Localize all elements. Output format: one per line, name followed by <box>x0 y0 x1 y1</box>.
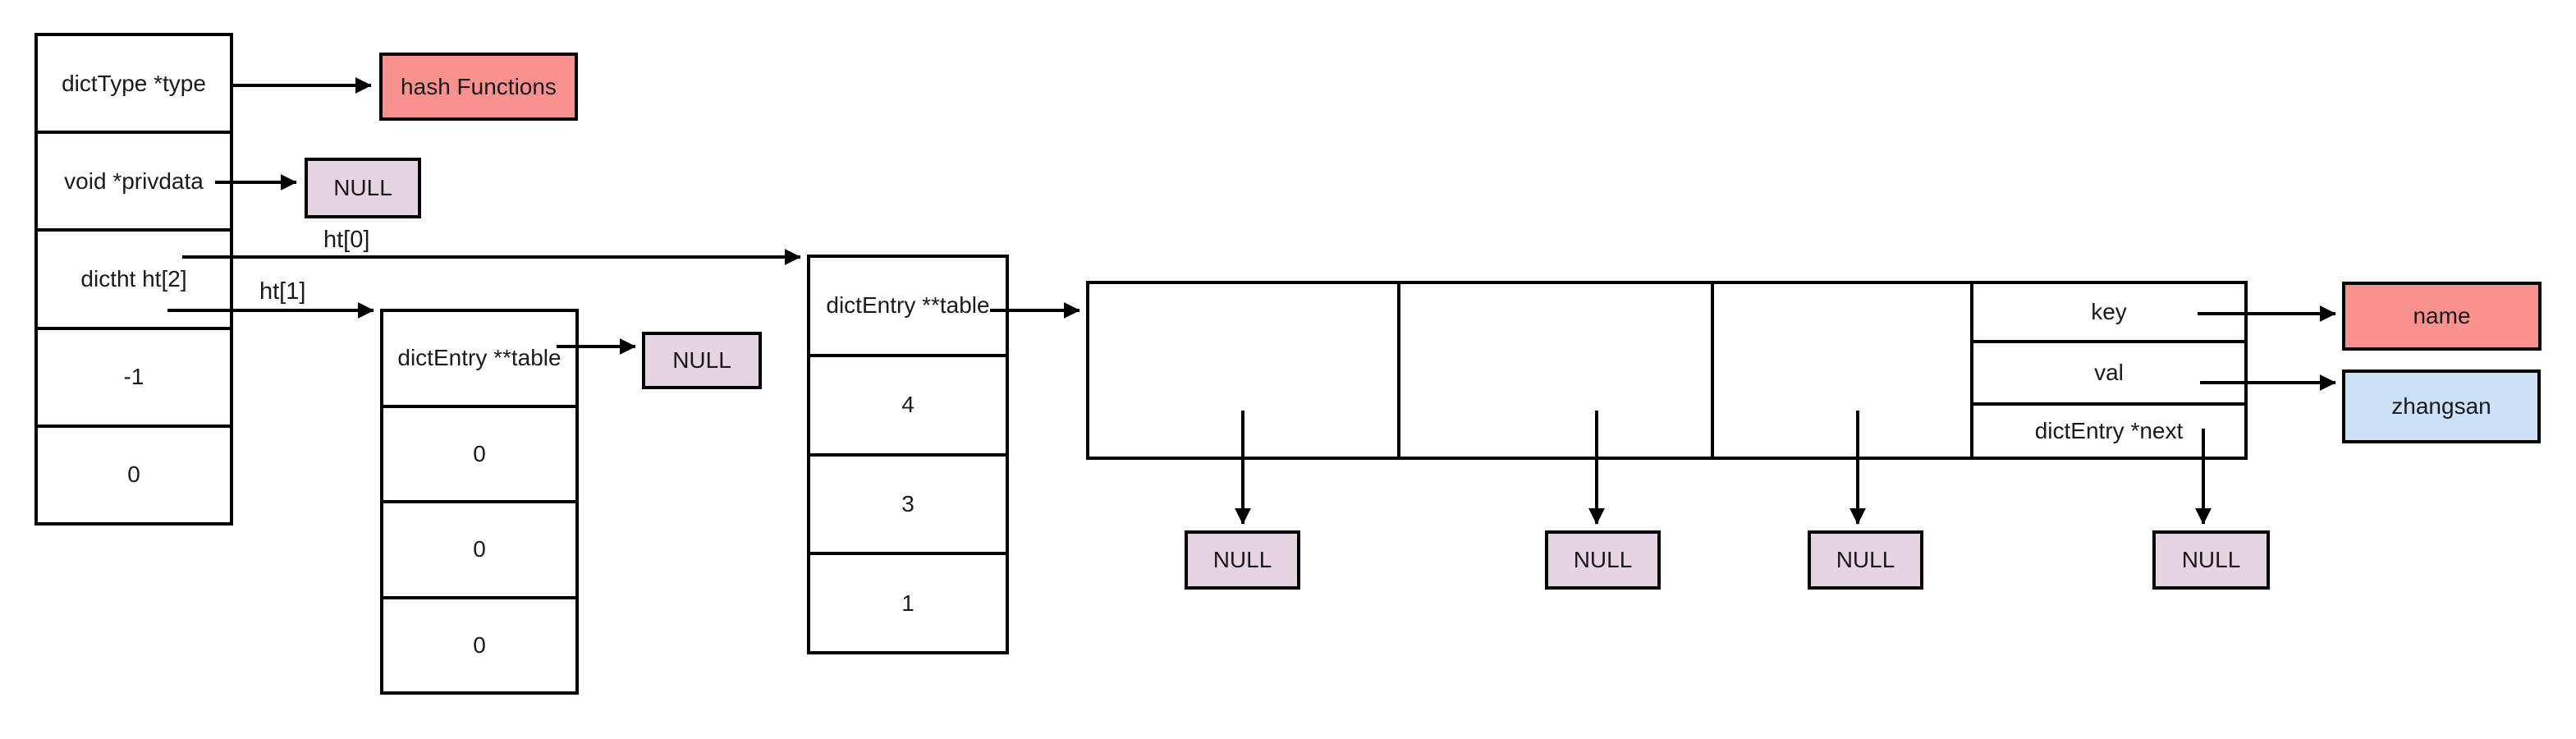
bucket-cell-0 <box>1089 284 1397 457</box>
dict-row-iterators: 0 <box>38 424 230 522</box>
bucket2-null-box: NULL <box>1808 530 1923 590</box>
next-null-box: NULL <box>2152 530 2270 590</box>
ht0-row-size: 4 <box>810 353 1006 453</box>
bucket-array-table: key val dictEntry *next <box>1086 281 2248 460</box>
ht1-dictht-table: dictEntry **table 0 0 0 <box>380 309 579 695</box>
entry-row-next: dictEntry *next <box>1973 402 2244 457</box>
dict-row-rehashidx: -1 <box>38 326 230 425</box>
entry-row-key: key <box>2091 299 2127 324</box>
ht1-label: ht[1] <box>259 278 306 305</box>
bucket-cell-1 <box>1397 284 1711 457</box>
ht1-row-table-ptr: dictEntry **table <box>397 345 561 371</box>
ht0-dictht-table: dictEntry **table 4 3 1 <box>807 255 1009 654</box>
ht0-label: ht[0] <box>323 227 370 253</box>
dict-row-ht2: dictht ht[2] <box>38 228 230 326</box>
ht1-row-sizemask: 0 <box>383 500 575 596</box>
entry-row-val: val <box>1973 340 2244 402</box>
ht1-row-size: 0 <box>383 404 575 501</box>
ht0-row-sizemask: 3 <box>810 452 1006 553</box>
dict-row-type: dictType *type <box>62 70 206 96</box>
dict-struct-table: dictType *type void *privdata dictht ht[… <box>34 33 233 526</box>
ht1-row-used: 0 <box>383 595 575 692</box>
ht1-table-null-box: NULL <box>642 332 762 389</box>
privdata-null-box: NULL <box>305 158 421 218</box>
dict-entry-cell: key val dictEntry *next <box>1970 284 2244 457</box>
bucket1-null-box: NULL <box>1545 530 1661 590</box>
ht0-row-table-ptr: dictEntry **table <box>826 292 990 319</box>
bucket0-null-box: NULL <box>1185 530 1300 590</box>
bucket-cell-2 <box>1711 284 1970 457</box>
hash-functions-box: hash Functions <box>379 53 578 121</box>
key-name-box: name <box>2342 282 2542 351</box>
val-zhangsan-box: zhangsan <box>2342 370 2541 443</box>
ht0-row-used: 1 <box>810 552 1006 651</box>
dict-row-privdata: void *privdata <box>38 131 230 228</box>
